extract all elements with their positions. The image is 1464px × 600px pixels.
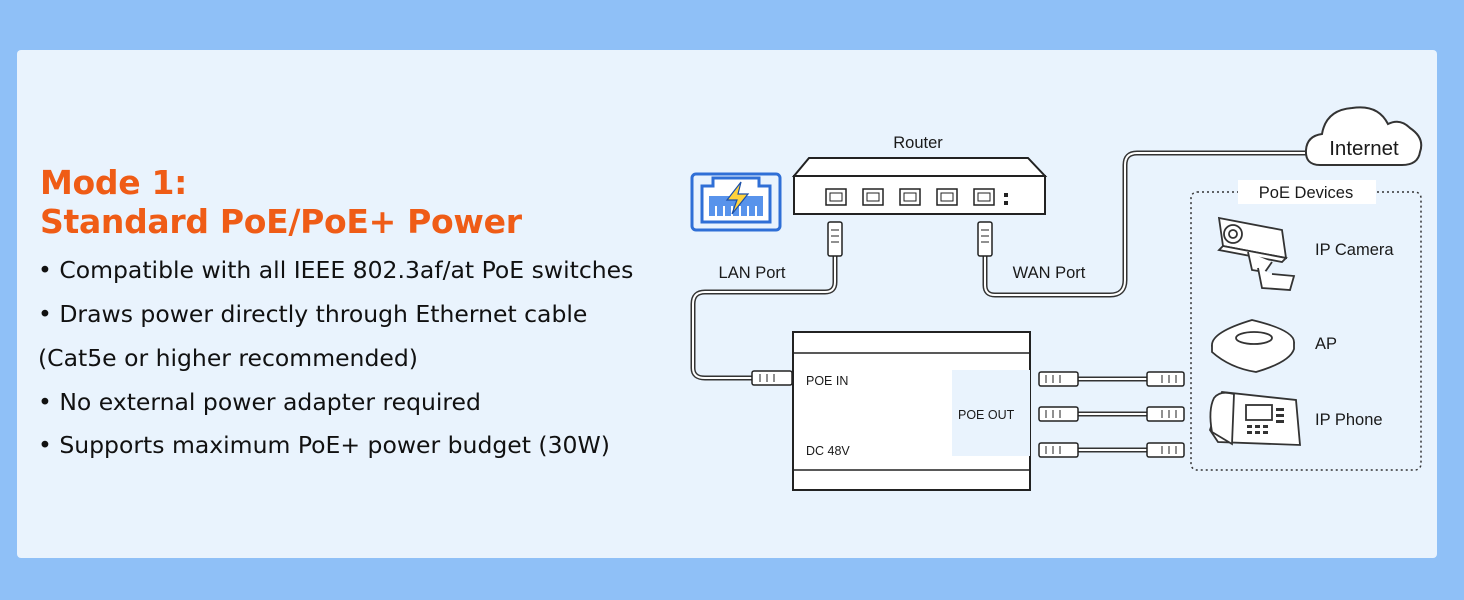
poe-in-label: POE IN (806, 374, 848, 388)
poe-devices-label: PoE Devices (1259, 184, 1353, 202)
router-label: Router (893, 134, 943, 152)
internet-label: Internet (1329, 137, 1399, 160)
poe-devices-group: PoE Devices IP Camera AP (1190, 180, 1422, 471)
feature-item: • Supports maximum PoE+ power budget (30… (38, 431, 610, 459)
mode-heading-line2: Standard PoE/PoE+ Power (40, 202, 522, 241)
device-label-ip-phone: IP Phone (1315, 411, 1383, 429)
device-label-ap: AP (1315, 335, 1337, 353)
device-label-ip-camera: IP Camera (1315, 241, 1394, 259)
mode-heading-line1: Mode 1: (40, 163, 188, 202)
wan-port-label: WAN Port (1013, 264, 1086, 282)
feature-item: • Compatible with all IEEE 802.3af/at Po… (38, 256, 634, 284)
ip-camera-icon (1217, 216, 1296, 291)
router: Router (791, 134, 1048, 257)
cables (690, 150, 1318, 453)
poe-injector: POE IN POE OUT DC 48V (751, 331, 1185, 491)
poe-out-label: POE OUT (958, 408, 1015, 422)
lan-port-label: LAN Port (719, 264, 786, 282)
ip-phone-icon (1209, 391, 1301, 446)
internet-cloud-icon: Internet (1304, 106, 1423, 166)
feature-item: • No external power adapter required (38, 388, 481, 416)
access-point-icon (1211, 319, 1295, 373)
poe-port-icon (690, 172, 782, 232)
content-panel (17, 50, 1437, 558)
feature-item: • Draws power directly through Ethernet … (38, 300, 588, 328)
feature-item: (Cat5e or higher recommended) (38, 344, 418, 372)
mode-heading: Mode 1: Standard PoE/PoE+ Power (40, 163, 522, 241)
dc-input-label: DC 48V (806, 444, 850, 458)
